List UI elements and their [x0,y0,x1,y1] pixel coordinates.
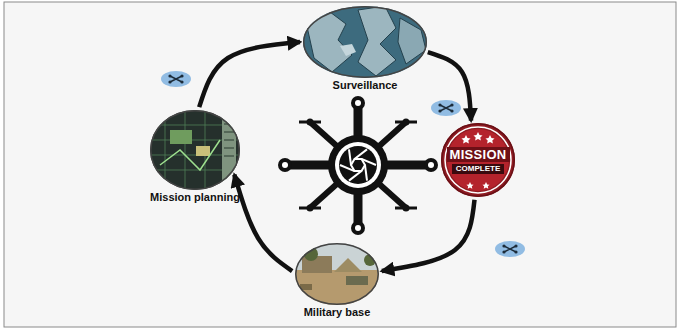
node-label: Surveillance [333,79,398,92]
node-label: Military base [304,306,371,319]
surveillance-circle: Surveillance [303,6,427,92]
node-outline [150,110,240,190]
mission-stamp: MISSION COMPLETE [441,123,515,197]
frame [4,2,676,327]
outline-svg [295,243,379,305]
node-outline: MISSION COMPLETE [441,123,515,197]
stamp-text: MISSION [447,147,510,162]
cycle-arrow [428,52,471,121]
outline-svg [303,6,427,78]
node-outline [303,6,427,78]
stamp-picture [441,123,515,197]
cycle-arrow [382,200,475,271]
map-picture [300,4,430,82]
mini-drone-icon [431,100,461,116]
drone-picture [278,96,438,235]
outline-ellipse [151,111,240,190]
outline-ellipse [304,7,427,78]
outline-ellipse [296,244,379,305]
cycle-arrow [234,175,292,271]
outline-svg [150,110,240,190]
mini-drone-icon [495,241,525,257]
mini-drone-icon [161,71,191,87]
node-label: Mission planning [150,191,240,204]
planning-circle: Mission planning [147,110,243,204]
planning-screen-picture [148,108,243,192]
stamp-text: COMPLETE [452,164,504,174]
base-photo-picture [292,240,382,308]
node-outline [295,243,379,305]
outline-ellipse [442,124,515,197]
base-circle: Military base [295,243,379,319]
cycle-arrow [199,42,300,107]
stamp-text-area: MISSION COMPLETE [441,123,515,197]
